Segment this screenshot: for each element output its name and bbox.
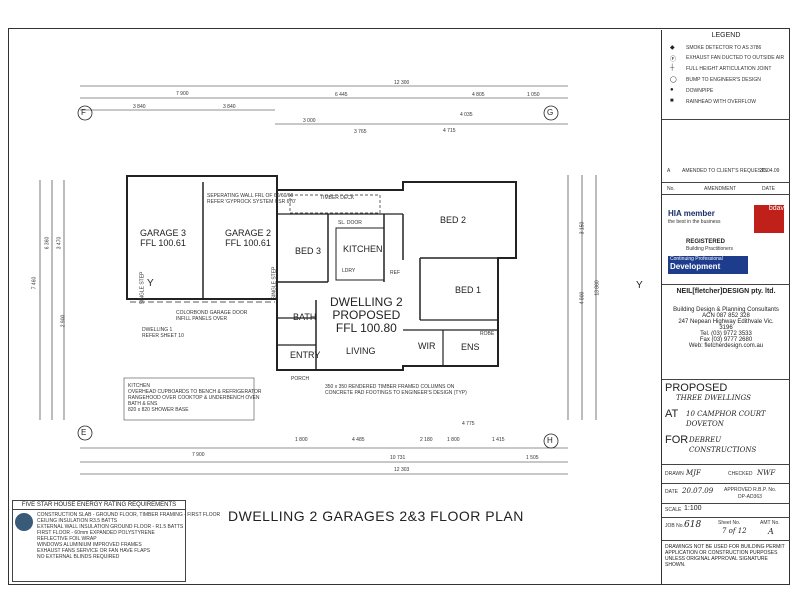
- smoke-detector-icon: ◆: [670, 45, 675, 51]
- dim-l3470: 3 470: [56, 236, 63, 250]
- drawing-info-box: DRAWN MJF CHECKED NWF DATE 20.07.09 APPR…: [662, 465, 790, 585]
- room-robe: ROBE: [480, 331, 495, 337]
- dim-b1800: 1 800: [295, 437, 308, 443]
- grid-mark-g: G: [547, 108, 554, 117]
- dim-6445: 6 445: [335, 92, 348, 98]
- project-box: PROPOSED THREE DWELLINGS AT 10 CAMPHOR C…: [662, 380, 790, 465]
- company-name: NEIL[fletcher]DESIGN pty. ltd.: [676, 288, 776, 295]
- dim-l2900: 2 900: [60, 314, 67, 328]
- bump-icon: ◯: [670, 77, 677, 83]
- grid-mark-f: F: [81, 108, 86, 117]
- dim-b1415: 1 415: [492, 437, 505, 443]
- registered-badge: REGISTERED: [686, 239, 726, 245]
- dim-4715: 4 715: [443, 128, 456, 134]
- title-block: LEGEND SMOKE DETECTOR TO AS 3786 EXHAUST…: [661, 30, 790, 585]
- section-mark-y-right: Y: [636, 280, 643, 291]
- single-step-left: SINGLE STEP: [139, 271, 146, 305]
- dim-7900-top: 7 900: [176, 91, 189, 97]
- drawing-title: DWELLING 2 GARAGES 2&3 FLOOR PLAN: [228, 508, 524, 524]
- energy-star-logo: [15, 513, 33, 531]
- downpipe-icon: ●: [670, 87, 674, 93]
- rainhead-icon: ■: [670, 98, 674, 104]
- dim-r13860: 13 860: [594, 280, 601, 296]
- dim-overall-top: 12 300: [394, 80, 410, 86]
- sliding-door-label: SL. DOOR: [338, 220, 362, 226]
- dim-b4775: 4 775: [462, 421, 475, 427]
- membership-badges: HIA member the best in the business bdav…: [662, 195, 790, 285]
- dim-r3150: 3 150: [579, 221, 586, 235]
- company-box: NEIL[fletcher]DESIGN pty. ltd. Building …: [662, 285, 790, 380]
- room-ref: REF: [390, 270, 400, 276]
- single-step-right: SINGLE STEP: [271, 266, 278, 300]
- dim-3000: 3 000: [303, 118, 316, 124]
- bdav-logo: bdav: [754, 205, 784, 233]
- dim-l7460: 7 460: [31, 276, 38, 290]
- house-outline: [276, 181, 517, 371]
- dim-4805: 4 805: [472, 92, 485, 98]
- room-ldry: LDRY: [342, 268, 356, 274]
- cpd-badge: Continuing Professional Development: [668, 256, 748, 274]
- room-bed-2: BED 2: [440, 215, 467, 225]
- dim-10731: 10 731: [390, 455, 406, 461]
- dim-r4900: 4 900: [579, 291, 586, 305]
- room-kitchen: KITCHEN: [343, 244, 383, 254]
- timber-deck-label: TIMBER DECK: [320, 195, 355, 201]
- porch-label: PORCH: [291, 376, 310, 382]
- dim-l6360: 6 360: [44, 236, 51, 250]
- legend-heading: LEGEND: [711, 32, 741, 39]
- dim-b4485: 4 485: [352, 437, 365, 443]
- room-bed-1: BED 1: [455, 285, 482, 295]
- dim-3840-a: 3 840: [133, 104, 146, 110]
- dim-b2180: 2 180: [420, 437, 433, 443]
- room-ens: ENS: [461, 342, 480, 352]
- amendments-box: A AMENDED TO CLIENT'S REQUESTS 30.04.09 …: [662, 120, 790, 195]
- room-bed-3: BED 3: [295, 246, 322, 256]
- exhaust-fan-icon: Ⓕ: [670, 57, 677, 63]
- grid-mark-h: H: [547, 436, 553, 445]
- dim-4035: 4 035: [460, 112, 473, 118]
- dim-b1800b: 1 800: [447, 437, 460, 443]
- legend-box: LEGEND SMOKE DETECTOR TO AS 3786 EXHAUST…: [662, 30, 790, 120]
- grid-mark-e: E: [81, 428, 87, 437]
- dim-b1505: 1 505: [526, 455, 539, 461]
- articulation-joint-icon: ┼: [670, 65, 675, 71]
- drawing-sheet-border: [8, 28, 790, 585]
- dim-overall-bottom: 12 303: [394, 467, 410, 473]
- room-wir: WIR: [418, 341, 436, 351]
- energy-heading: FIVE STAR HOUSE ENERGY RATING REQUIREMEN…: [13, 501, 185, 510]
- room-bath: BATH: [293, 312, 317, 322]
- dim-left-7900: 7 900: [192, 452, 205, 458]
- dim-3840-b: 3 840: [223, 104, 236, 110]
- room-living: LIVING: [346, 346, 376, 356]
- columns-note: 350 x 350 RENDERED TIMBER FRAMED COLUMNS…: [325, 384, 467, 396]
- energy-rating-box: FIVE STAR HOUSE ENERGY RATING REQUIREMEN…: [12, 500, 220, 582]
- dim-1050: 1 050: [527, 92, 540, 98]
- hia-badge: HIA member: [668, 209, 715, 218]
- dim-3765: 3 765: [354, 129, 367, 135]
- disclaimer: DRAWINGS NOT BE USED FOR BUILDING PERMIT…: [665, 544, 785, 568]
- section-mark-y-left: Y: [147, 278, 154, 289]
- room-entry: ENTRY: [290, 350, 321, 360]
